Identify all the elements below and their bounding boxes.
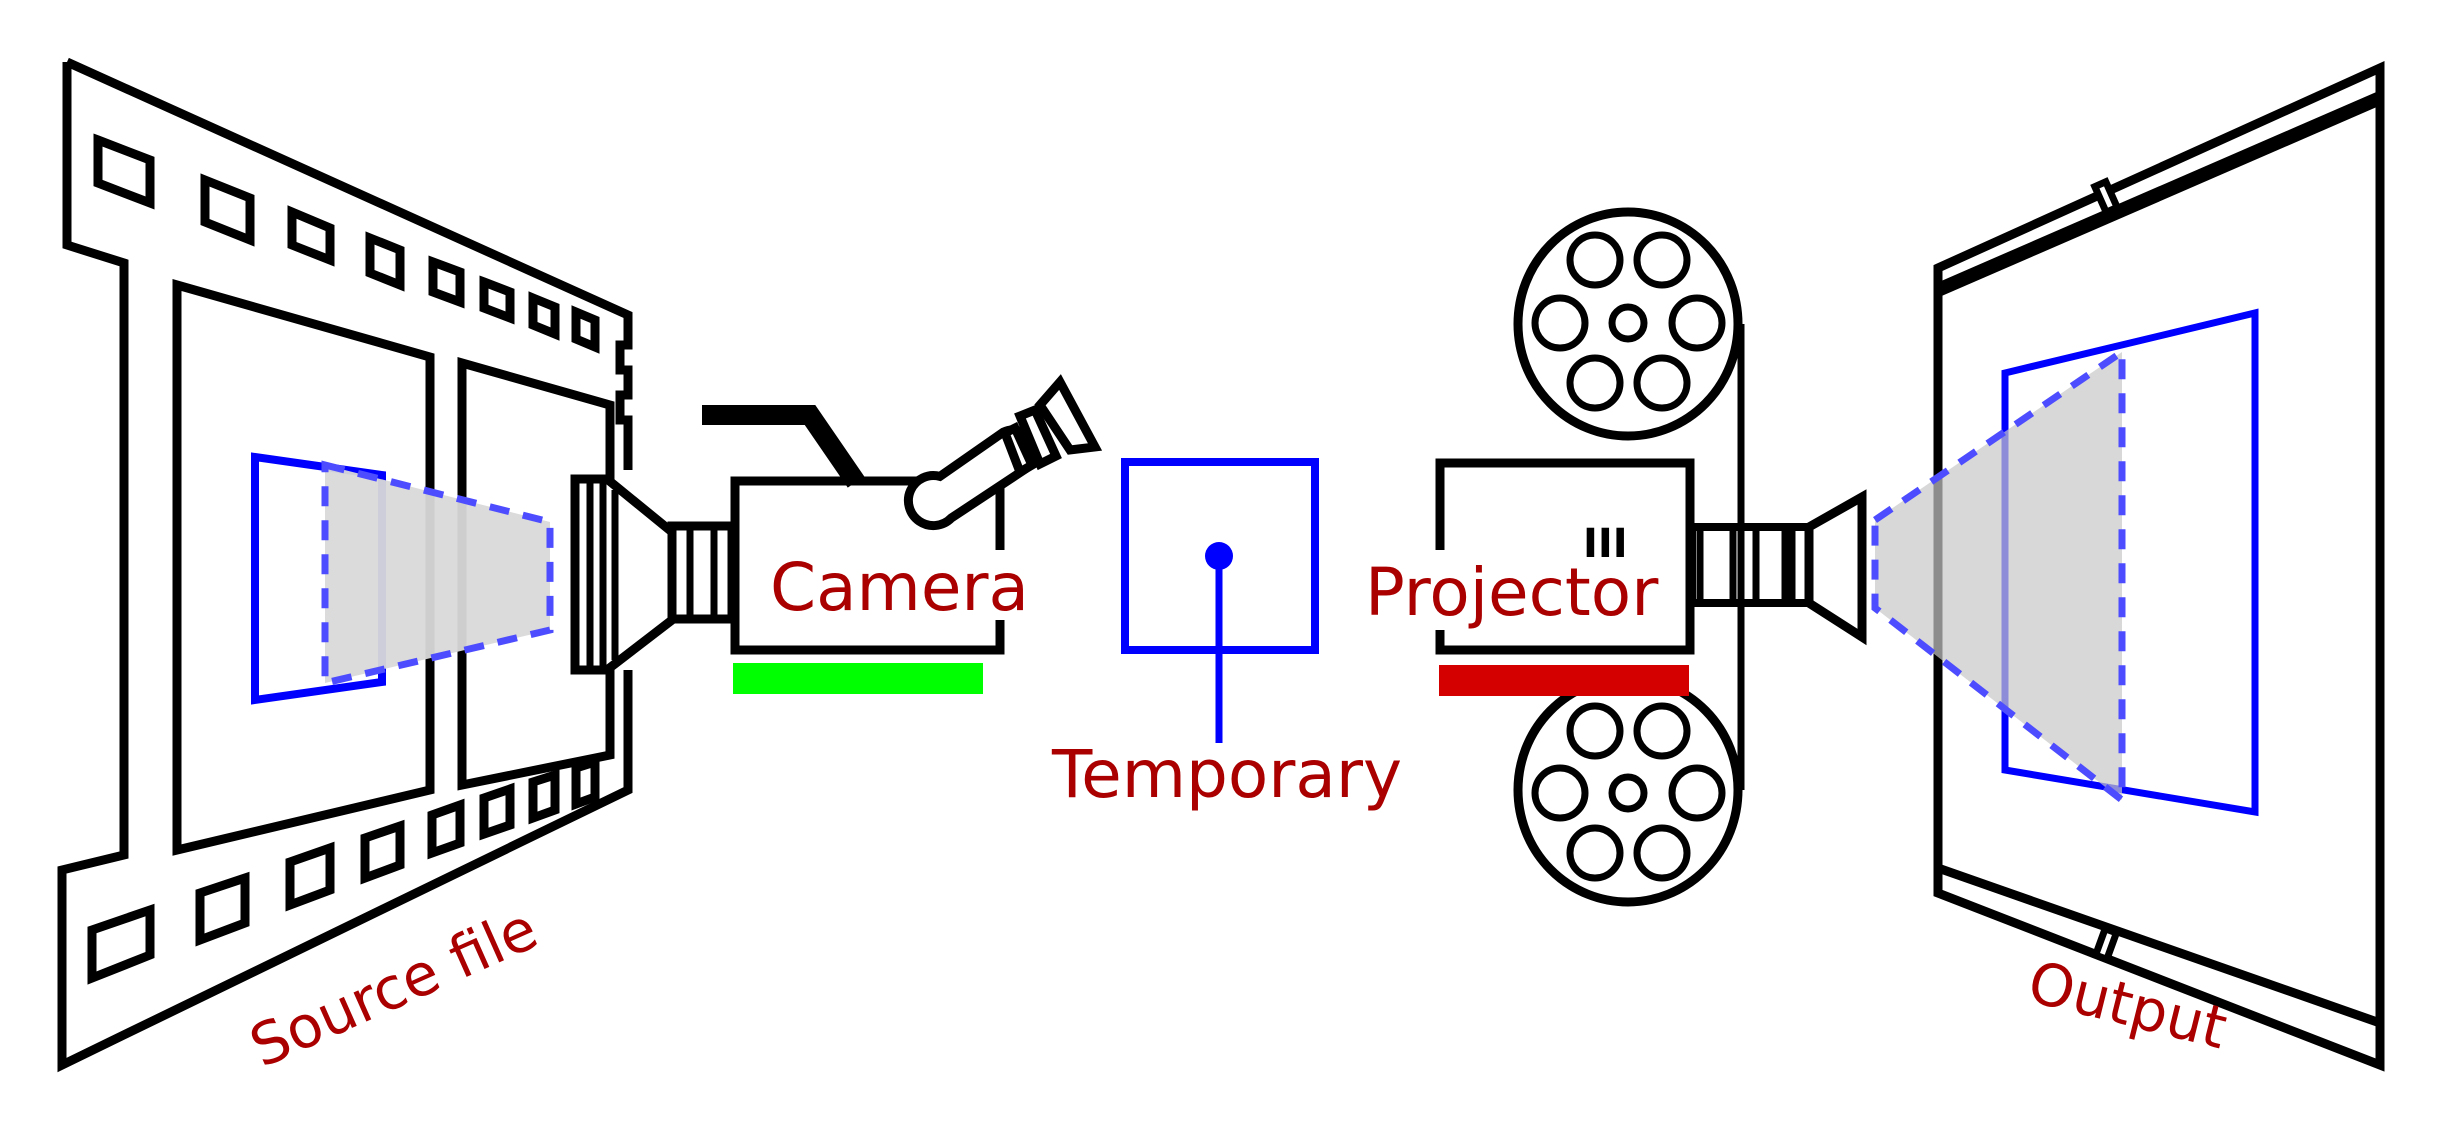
- temporary-label: Temporary: [1051, 736, 1402, 813]
- projector-marks: III: [1583, 521, 1628, 567]
- camera-label: Camera: [770, 549, 1029, 626]
- projector-status-bar: [1439, 665, 1689, 696]
- projector-label: Projector: [1365, 554, 1659, 631]
- projector-lens-hood: [1804, 489, 1867, 646]
- source-file-label: Source file: [240, 894, 547, 1081]
- projector: III Projector: [1365, 207, 1867, 907]
- sprocket-holes-top: [93, 133, 600, 354]
- camera-viewfinder: [903, 374, 1103, 531]
- camera-body: [730, 476, 1005, 655]
- camera-capture-beam: [321, 460, 554, 688]
- camera: Camera: [570, 374, 1103, 694]
- projector-beam: [1871, 345, 2126, 808]
- projector-reel-bottom: [1513, 673, 1743, 907]
- projector-reel-top: [1513, 207, 1743, 441]
- output-screen: Output: [1871, 61, 2385, 1072]
- film-frame-1: [172, 279, 435, 856]
- source-film-strip: Source file: [57, 57, 633, 1081]
- sprocket-holes-bottom: [87, 755, 600, 985]
- camera-handle: [702, 405, 865, 488]
- camera-lens-barrel: [667, 521, 737, 624]
- temporary-buffer: Temporary: [1051, 458, 1402, 813]
- camera-status-bar: [733, 663, 983, 694]
